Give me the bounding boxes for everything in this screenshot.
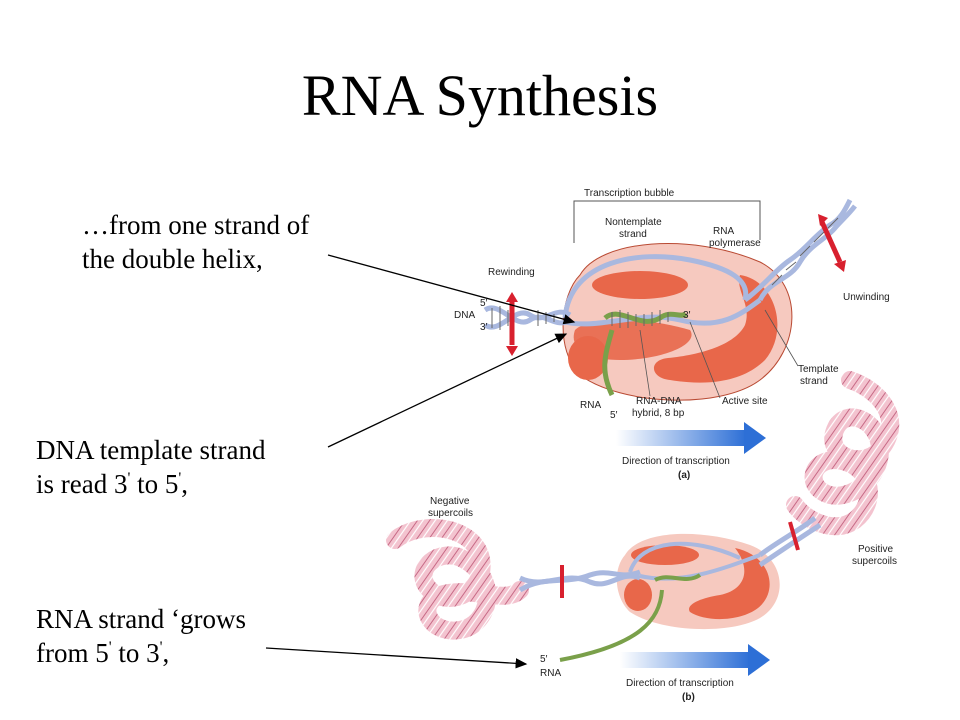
note-strand-line2: the double helix, <box>82 244 263 274</box>
label-nontemplate-1: Nontemplate <box>605 217 662 228</box>
rna-strand-a <box>602 329 615 397</box>
panel-label-b: (b) <box>682 692 695 703</box>
note-template-line2-b: to 5 <box>130 469 179 499</box>
label-positive-2: supercoils <box>852 556 897 567</box>
label-template-2: strand <box>800 376 828 387</box>
panel-a: Transcription bubble <box>454 188 890 481</box>
slide-title: RNA Synthesis <box>301 63 659 128</box>
rewinding-arrow <box>506 292 518 356</box>
label-rna-5prime-b: 5′ <box>540 654 548 665</box>
prime-mark: ' <box>159 639 163 656</box>
template-strand <box>564 297 762 327</box>
label-rna-polymerase-2: polymerase <box>709 238 761 249</box>
note-rna-line1: RNA strand ‘grows <box>36 604 246 634</box>
dna-right-helix <box>743 198 857 302</box>
note-strand-line1: …from one strand of <box>82 210 310 240</box>
rna-dna-hybrid <box>603 310 688 328</box>
dna-left-helix <box>483 305 572 330</box>
label-dna-5prime: 5′ <box>480 298 488 309</box>
label-template-1: Template <box>798 364 839 375</box>
prime-mark: ' <box>178 470 182 487</box>
note-template-line2: is read 3' to 5', <box>36 467 265 501</box>
unwinding-arrow-b <box>788 521 800 551</box>
negative-supercoils <box>386 519 529 640</box>
prime-mark: ' <box>127 470 131 487</box>
direction-arrow-b <box>620 644 770 676</box>
label-negative-1: Negative <box>430 496 470 507</box>
transcription-bubble-bracket <box>573 200 761 243</box>
unwinding-arrow <box>818 214 846 272</box>
nontemplate-strand-b <box>628 541 741 573</box>
note-template-line2-c: , <box>181 469 189 499</box>
label-transcription-bubble: Transcription bubble <box>584 188 675 199</box>
label-direction-b: Direction of transcription <box>626 678 734 689</box>
label-rna-b: RNA <box>540 668 561 679</box>
label-hybrid-1: RNA-DNA <box>636 396 682 407</box>
note-rna-line2-c: , <box>162 638 170 668</box>
panel-label-a: (a) <box>678 470 690 481</box>
label-direction-a: Direction of transcription <box>622 456 730 467</box>
panel-b: Negative supercoils Positive supercoils … <box>386 371 900 703</box>
label-negative-2: supercoils <box>428 508 473 519</box>
note-rna: RNA strand ‘grows from 5' to 3', <box>36 602 246 670</box>
note-strand: …from one strand of the double helix, <box>82 208 309 276</box>
nontemplate-strand <box>562 254 749 319</box>
pointer-strand <box>327 254 576 325</box>
note-rna-line2: from 5' to 3', <box>36 636 246 670</box>
label-unwinding: Unwinding <box>843 292 890 303</box>
direction-arrow-a <box>616 422 766 454</box>
note-rna-line2-a: from 5 <box>36 638 109 668</box>
label-rna-5prime-a: 5′ <box>610 410 618 421</box>
label-rewinding: Rewinding <box>488 267 535 278</box>
note-template: DNA template strand is read 3' to 5', <box>36 433 265 501</box>
note-template-line1: DNA template strand <box>36 435 266 465</box>
label-rna-polymerase-1: RNA <box>713 226 734 237</box>
prime-mark: ' <box>108 639 112 656</box>
label-active-site: Active site <box>722 396 768 407</box>
rna-strand-b <box>559 589 664 662</box>
label-rna-3prime: 3′ <box>683 310 691 321</box>
note-rna-line2-b: to 3 <box>111 638 160 668</box>
label-hybrid-2: hybrid, 8 bp <box>632 408 685 419</box>
pointer-rna <box>265 647 528 669</box>
label-dna-3prime: 3′ <box>480 322 488 333</box>
rna-polymerase-b <box>616 533 780 630</box>
positive-supercoils <box>786 371 900 536</box>
template-strand-b <box>639 553 761 581</box>
note-template-line2-a: is read 3 <box>36 469 128 499</box>
label-dna: DNA <box>454 310 475 321</box>
label-rna-a: RNA <box>580 400 601 411</box>
label-positive-1: Positive <box>858 544 893 555</box>
pointer-template <box>327 333 568 448</box>
label-nontemplate-2: strand <box>619 229 647 240</box>
